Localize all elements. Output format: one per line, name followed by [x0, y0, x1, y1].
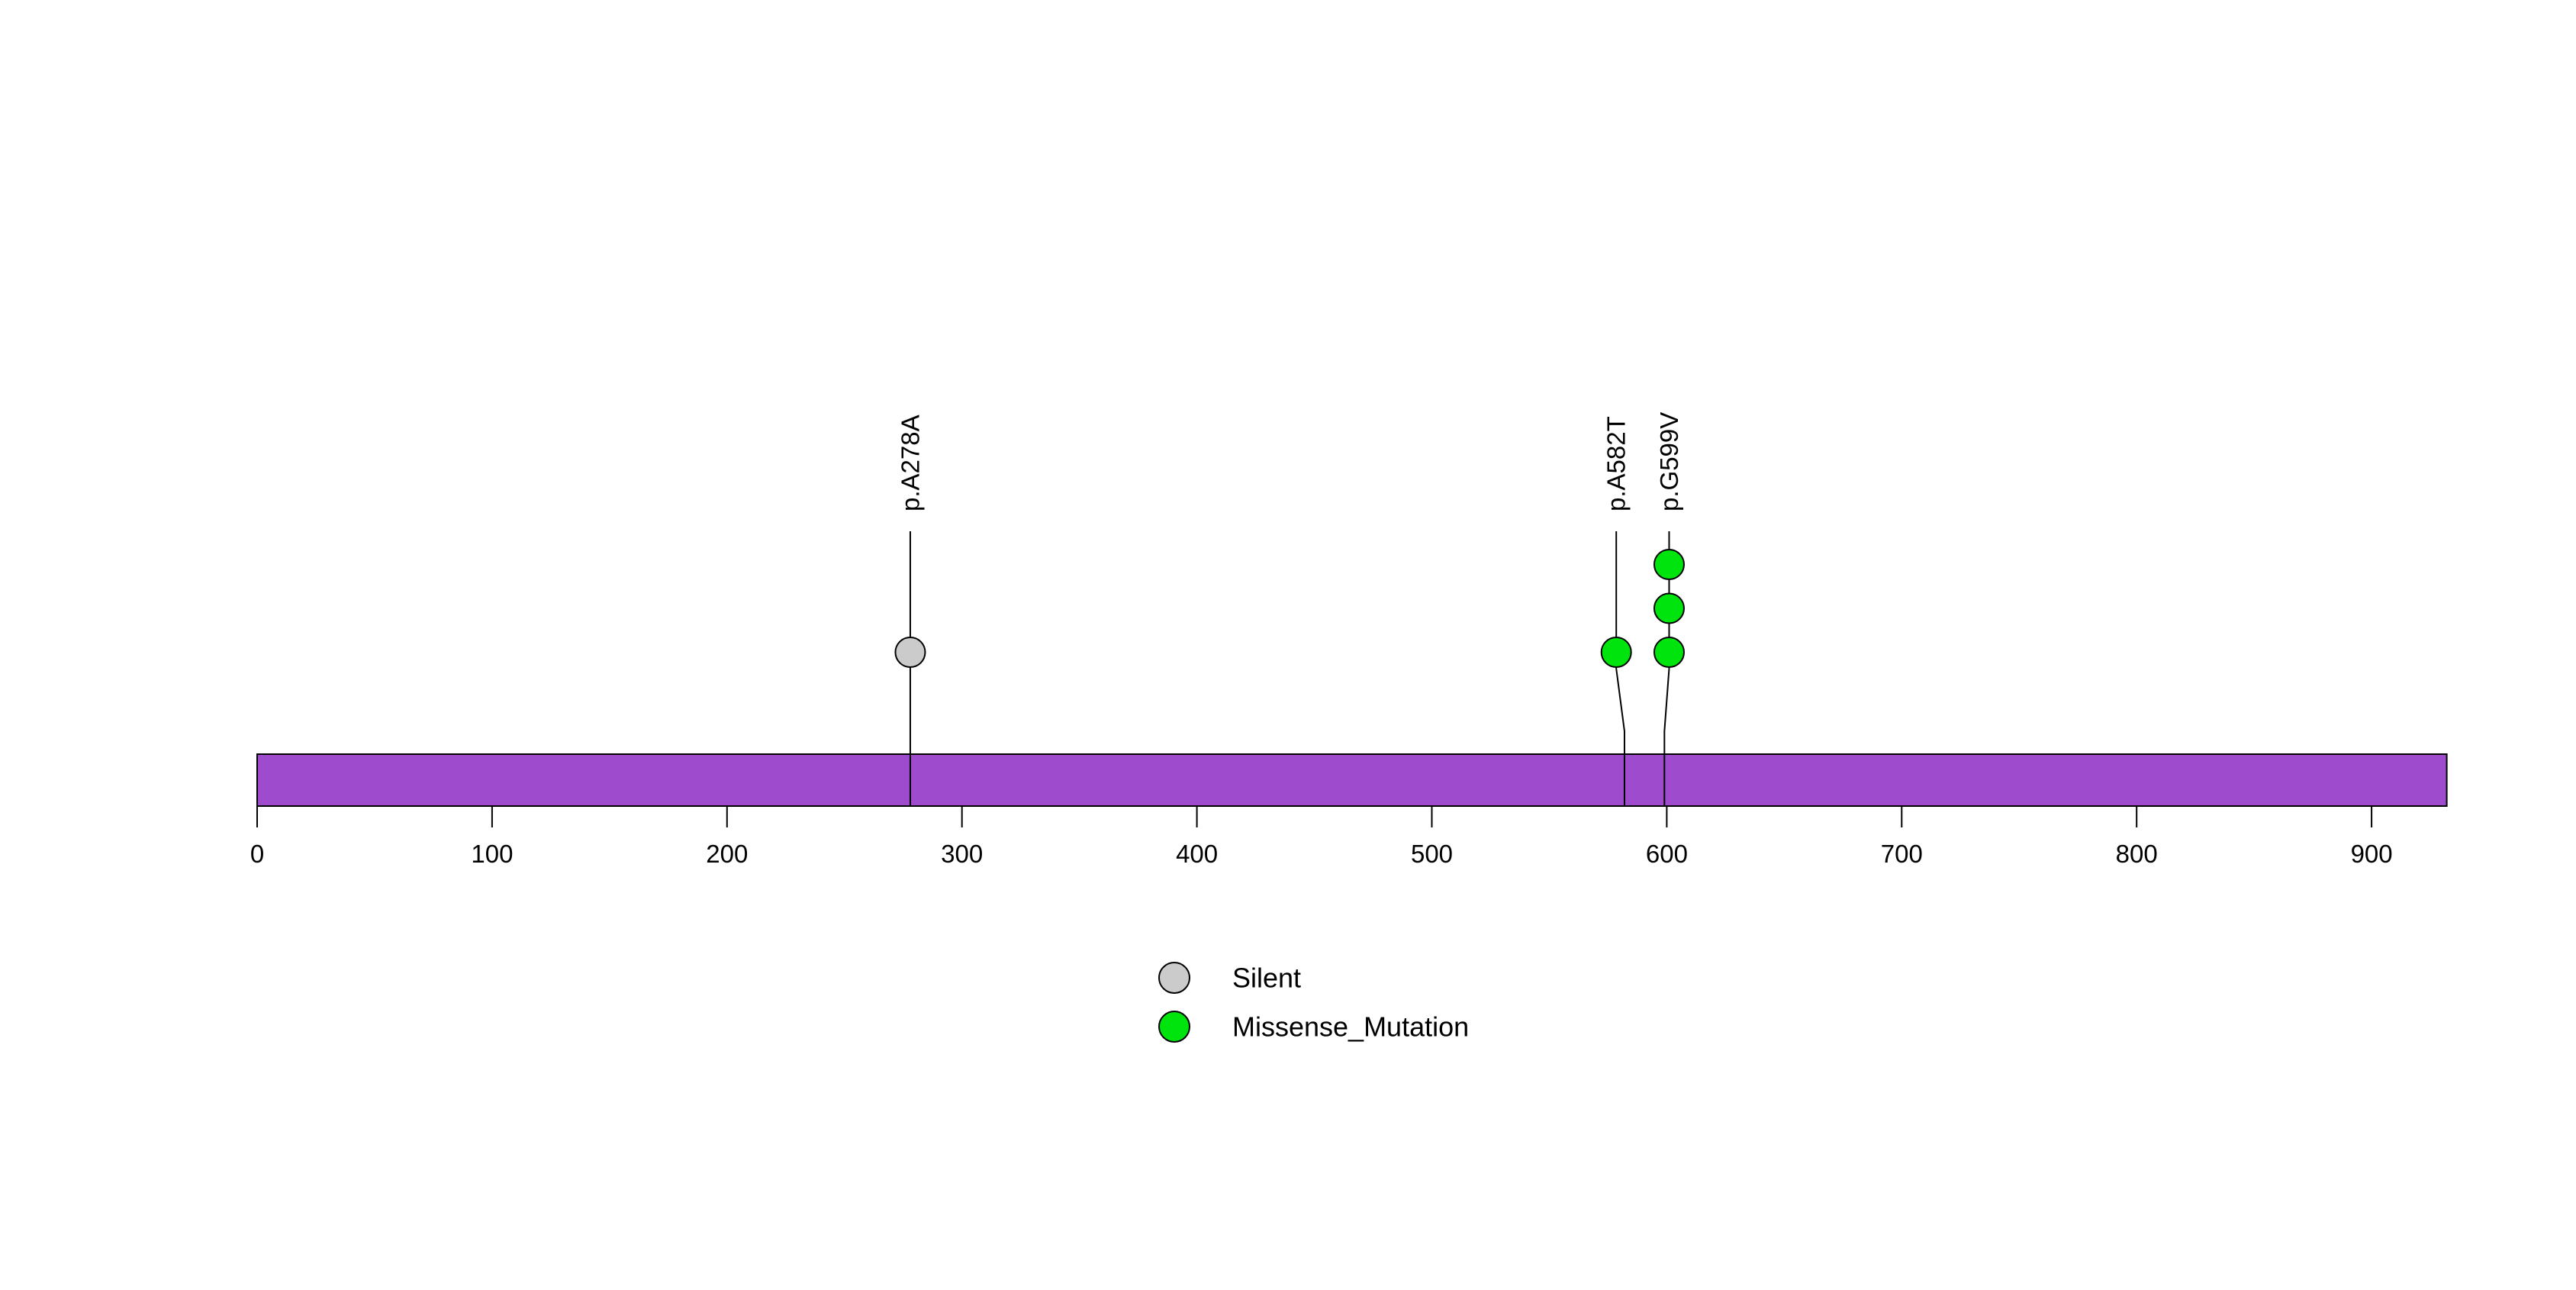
axis-tick-label: 600 — [1646, 840, 1688, 868]
axis-tick-label: 800 — [2116, 840, 2158, 868]
axis-tick-label: 300 — [941, 840, 983, 868]
axis-tick-label: 700 — [1881, 840, 1923, 868]
legend-label: Missense_Mutation — [1232, 1011, 1469, 1043]
legend-label: Silent — [1232, 963, 1301, 994]
mutation-head — [1600, 637, 1632, 668]
mutation-stem — [1615, 531, 1625, 806]
mutation-head — [894, 637, 926, 668]
mutation-label: p.G599V — [1655, 412, 1683, 511]
axis-tick-label: 200 — [706, 840, 748, 868]
legend-swatch — [1158, 962, 1190, 994]
axis-tick-label: 500 — [1411, 840, 1453, 868]
legend-swatch — [1158, 1011, 1190, 1043]
mutation-head — [1653, 592, 1685, 624]
mutation-label: p.A278A — [896, 414, 924, 511]
mutation-head — [1653, 637, 1685, 668]
axis-tick-label: 0 — [250, 840, 264, 868]
axis-tick-label: 900 — [2351, 840, 2393, 868]
mutation-label: p.A582T — [1602, 416, 1631, 511]
protein-domain-bar — [256, 753, 2448, 807]
mutation-head — [1653, 549, 1685, 580]
axis-tick-label: 400 — [1176, 840, 1218, 868]
axis-tick-label: 100 — [471, 840, 513, 868]
